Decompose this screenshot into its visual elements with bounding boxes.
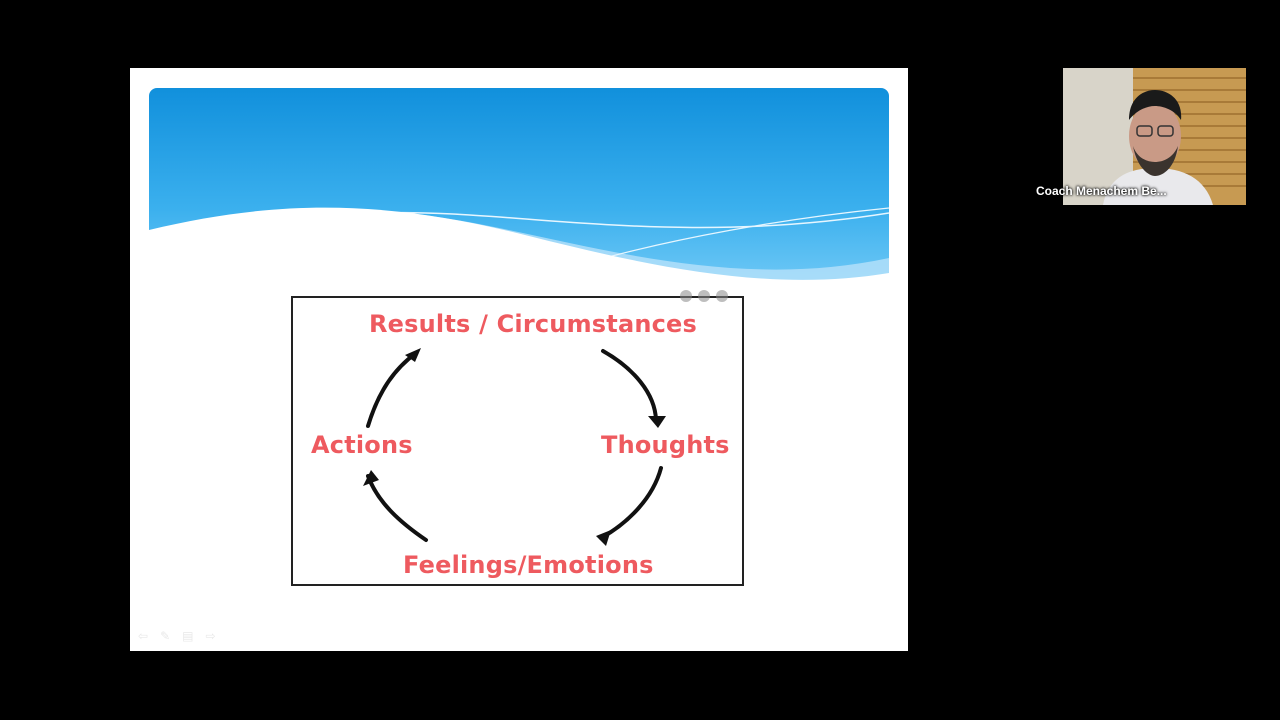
participant-video[interactable] [1063, 68, 1246, 205]
label-results-circumstances: Results / Circumstances [369, 310, 698, 338]
label-thoughts: Thoughts [601, 431, 730, 459]
participant-name: Coach Menachem Be... [1036, 184, 1167, 198]
dot-icon [698, 290, 710, 302]
slide-banner [149, 88, 889, 308]
slides-grid-icon[interactable]: ▤ [182, 629, 194, 643]
arrowhead-3 [363, 470, 379, 486]
cycle-arrows [363, 348, 666, 546]
label-feelings-emotions: Feelings/Emotions [403, 551, 654, 579]
dot-icon [716, 290, 728, 302]
arrowhead-4 [405, 348, 421, 362]
participant-video-image [1063, 68, 1246, 205]
label-actions: Actions [311, 431, 413, 459]
pen-icon[interactable]: ✎ [160, 629, 171, 643]
image-toolbar-dots [680, 290, 728, 302]
arrowhead-2 [596, 530, 611, 546]
arrow-right-bottom [599, 466, 663, 540]
presentation-slide: Results / Circumstances Thoughts Feeling… [130, 68, 908, 651]
forward-arrow-icon[interactable]: ⇨ [205, 629, 216, 643]
back-arrow-icon[interactable]: ⇦ [138, 629, 149, 643]
arrowhead-1 [648, 416, 666, 428]
arrow-left-top [366, 351, 418, 428]
arrow-top-right [601, 349, 658, 422]
cycle-diagram: Results / Circumstances Thoughts Feeling… [291, 290, 744, 586]
dot-icon [680, 290, 692, 302]
arrow-bottom-left [366, 474, 428, 542]
slide-controls: ⇦ ✎ ▤ ⇨ [138, 629, 216, 643]
